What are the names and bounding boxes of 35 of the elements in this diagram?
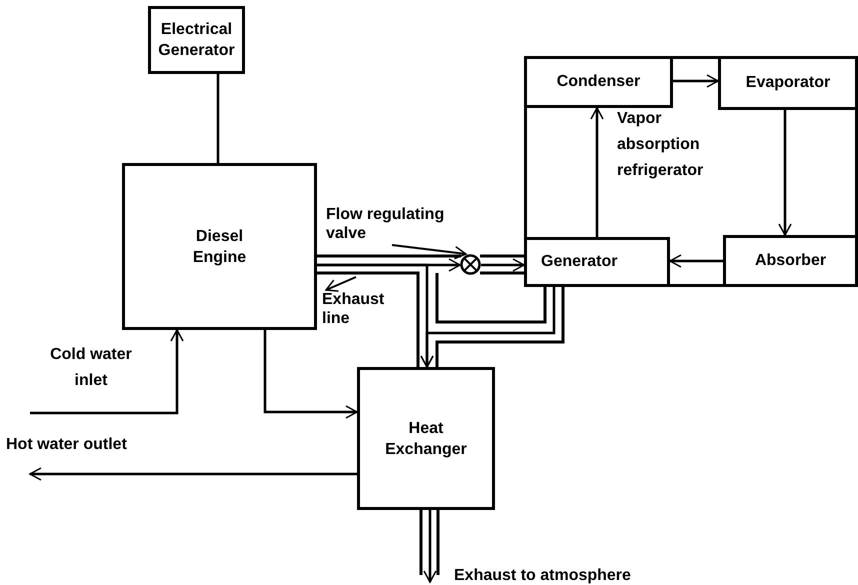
process-box	[524, 237, 670, 287]
leader-line	[392, 244, 467, 260]
flow-arrow	[778, 110, 792, 236]
annotation-text: Flow regulating valve	[326, 205, 446, 243]
flow-arrow	[590, 107, 604, 237]
system-frame	[524, 56, 858, 287]
flow-arrow	[30, 329, 184, 414]
leader-line	[325, 276, 356, 292]
flow-label: Hot water outlet	[6, 435, 127, 455]
process-box	[524, 56, 673, 108]
process-box	[723, 235, 858, 287]
process-box	[122, 163, 317, 330]
box-label: Diesel Engine	[192, 226, 248, 268]
process-box	[148, 6, 245, 74]
annotation-text: Exhaust line	[322, 290, 382, 328]
process-box	[357, 367, 495, 510]
flow-arrow	[29, 467, 357, 481]
flow-arrow	[481, 258, 525, 272]
flow-arrow	[669, 254, 723, 268]
flow-arrow	[423, 510, 437, 583]
valve-symbol	[460, 254, 481, 275]
flow-arrow	[420, 287, 556, 368]
box-label: Electrical Generator	[157, 20, 236, 61]
box-label: Condenser	[556, 72, 640, 92]
process-box	[718, 56, 858, 110]
flow-arrow	[264, 330, 358, 419]
system-label: Vapor absorption refrigerator	[617, 109, 704, 181]
flow-arrow	[673, 74, 719, 88]
box-label: Absorber	[754, 251, 826, 271]
box-label: Generator	[541, 252, 618, 272]
connector-line	[216, 74, 220, 163]
flow-label: Cold water inlet	[49, 345, 133, 391]
box-label: Evaporator	[746, 73, 830, 93]
box-label: Heat Exchanger	[384, 418, 468, 460]
flow-label: Exhaust to atmosphere	[454, 566, 631, 585]
